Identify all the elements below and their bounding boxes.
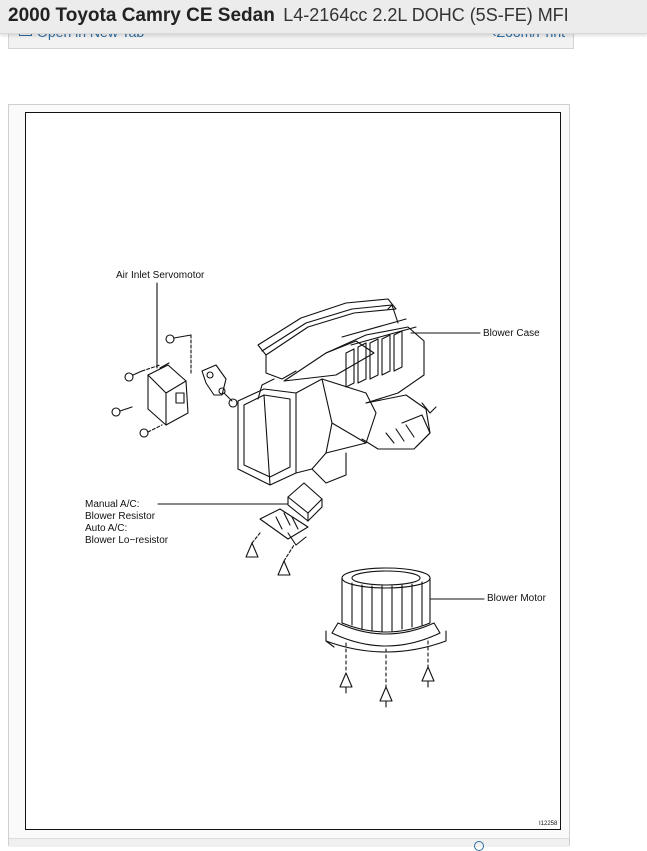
page-header: 2000 Toyota Camry CE Sedan L4-2164cc 2.2…	[0, 0, 647, 34]
label-resistor-line2: Blower Resistor	[85, 511, 156, 522]
label-resistor-line3: Auto A/C:	[85, 523, 128, 534]
label-blower-case: Blower Case	[483, 328, 540, 339]
blower-motor-part	[325, 567, 447, 708]
open-in-new-tab-label: Open in New Tab	[37, 30, 145, 40]
engine-subtitle: L4-2164cc 2.2L DOHC (5S-FE) MFI	[283, 5, 569, 25]
zoom-icon[interactable]	[474, 841, 484, 851]
label-blower-motor: Blower Motor	[487, 593, 546, 604]
exploded-parts-illustration	[111, 282, 485, 708]
zoom-print-link[interactable]: ‹Zoom/Print	[492, 30, 565, 40]
diagram-footer	[9, 838, 569, 847]
figure-id: I12258	[539, 821, 558, 827]
blower-resistor-part	[245, 482, 323, 576]
air-inlet-servomotor-part	[111, 334, 238, 438]
blower-case-part	[237, 298, 437, 486]
label-resistor-line4: Blower Lo−resistor	[85, 535, 169, 546]
label-resistor-line1: Manual A/C:	[85, 499, 140, 510]
page-title: 2000 Toyota Camry CE Sedan L4-2164cc 2.2…	[8, 5, 569, 27]
diagram-image[interactable]: Air Inlet Servomotor Blower Case Manual …	[25, 112, 561, 830]
zoom-print-label: Zoom/Print	[496, 30, 565, 40]
image-toolbar: Open in New Tab ‹Zoom/Print	[8, 30, 574, 49]
label-air-inlet-servomotor: Air Inlet Servomotor	[116, 270, 205, 281]
vehicle-title: 2000 Toyota Camry CE Sedan	[8, 5, 275, 26]
